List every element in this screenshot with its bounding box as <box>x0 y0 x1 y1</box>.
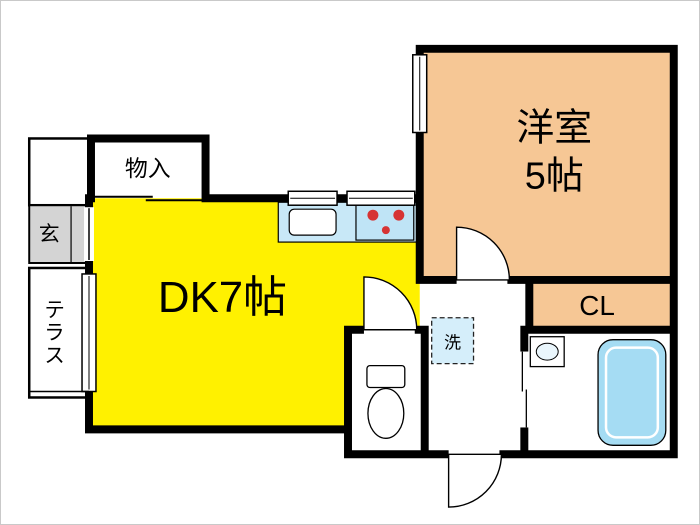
western-room-door-arc <box>455 226 511 281</box>
entrance-room-fill <box>28 204 90 264</box>
stove-icon <box>355 203 415 241</box>
terrace-room-fill <box>27 266 91 399</box>
washbasin-icon <box>529 336 565 368</box>
window-kitchen-2 <box>346 190 416 206</box>
toilet-door-arc <box>363 276 418 331</box>
kitchen-unit <box>277 201 419 243</box>
western-room-label-2: 5帖 <box>525 155 584 197</box>
hall-door-arc <box>447 453 503 508</box>
stove-burner-icon <box>367 209 379 221</box>
window-western-room <box>412 54 428 134</box>
stove-burner-icon <box>381 226 390 235</box>
laundry-label: 洗 <box>444 334 461 353</box>
dk-room-fill <box>88 198 420 430</box>
storage-label: 物入 <box>125 155 171 181</box>
stove-burner-icon <box>393 209 405 221</box>
western-room-label-1: 洋室 <box>516 107 592 149</box>
kitchen-sink-icon <box>288 208 337 236</box>
closet-room-fill <box>529 279 674 330</box>
toilet-icon <box>366 364 406 439</box>
bathtub-icon <box>597 339 667 446</box>
washer-pan <box>431 317 475 365</box>
terrace-label: テラス <box>42 298 65 367</box>
dk-room-label: DK7帖 <box>158 273 287 322</box>
entrance-threshold <box>84 207 94 262</box>
window-kitchen-1 <box>287 190 338 206</box>
bathroom-sliding-door <box>519 351 530 428</box>
storage-sliding-door <box>92 195 204 202</box>
window-terrace <box>81 273 97 393</box>
entry-bay-window <box>27 137 91 207</box>
storage-room-fill <box>90 138 206 199</box>
closet-label: CL <box>579 290 615 321</box>
entrance-label: 玄 <box>39 223 60 246</box>
